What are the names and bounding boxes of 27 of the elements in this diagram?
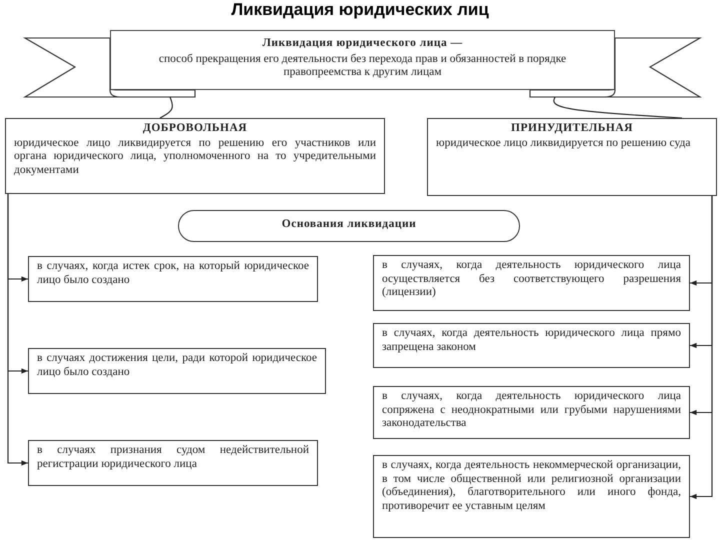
diagram-title: Ликвидация юридических лиц xyxy=(230,0,490,20)
text-box xyxy=(28,440,318,486)
text-box xyxy=(28,348,326,394)
connector-arrow xyxy=(7,194,28,466)
text-box xyxy=(373,255,690,311)
box-heading: ПРИНУДИТЕЛЬНАЯ xyxy=(510,122,634,136)
box-text: способ прекращения его деятельности без перехода прав и обязанностей в порядке правопреемства к другим лицам xyxy=(158,52,568,80)
text-box xyxy=(373,323,690,368)
box-text: в случаях, когда деятельность юридического лица прямо запрещена законом xyxy=(382,327,681,354)
box-text: юридическое лицо ликвидируется по решению его участников или органа юридического лица, уполномоченного на то учредительными документами xyxy=(14,136,376,178)
box-text: в случаях, когда деятельность некоммерческой организации, в том числе общественной или религиозной организации (объединения), благотворительного или иного фонда, противоречит ее уставным целям xyxy=(382,459,681,514)
rounded-header-box xyxy=(178,210,520,242)
box-text: в случаях, когда деятельность юридического лица сопряжена с неоднократными или грубыми нарушениями законодательства xyxy=(382,390,681,431)
box-heading: ДОБРОВОЛЬНАЯ xyxy=(142,122,248,136)
box-text: в случаях признания судом недействительной регистрации юридического лица xyxy=(37,444,309,472)
text-box xyxy=(373,455,690,538)
text-box xyxy=(427,118,717,196)
box-text: в случаях достижения цели, ради которой юридическое лицо было создано xyxy=(37,352,317,380)
text-box xyxy=(28,256,318,302)
connector-arrow xyxy=(690,196,713,500)
text-box xyxy=(5,118,385,194)
box-text: юридическое лицо ликвидируется по решению суда xyxy=(436,136,692,150)
box-text: в случаях, когда деятельность юридического лица осуществляется без соответствующего разрешения (лицензии) xyxy=(382,259,681,300)
text-box xyxy=(373,386,690,439)
box-heading: Ликвидация юридического лица — xyxy=(261,37,464,51)
box-text: в случаях, когда истек срок, на который юридическое лицо было создано xyxy=(37,260,309,288)
box-text: Основания ликвидации xyxy=(280,218,418,232)
